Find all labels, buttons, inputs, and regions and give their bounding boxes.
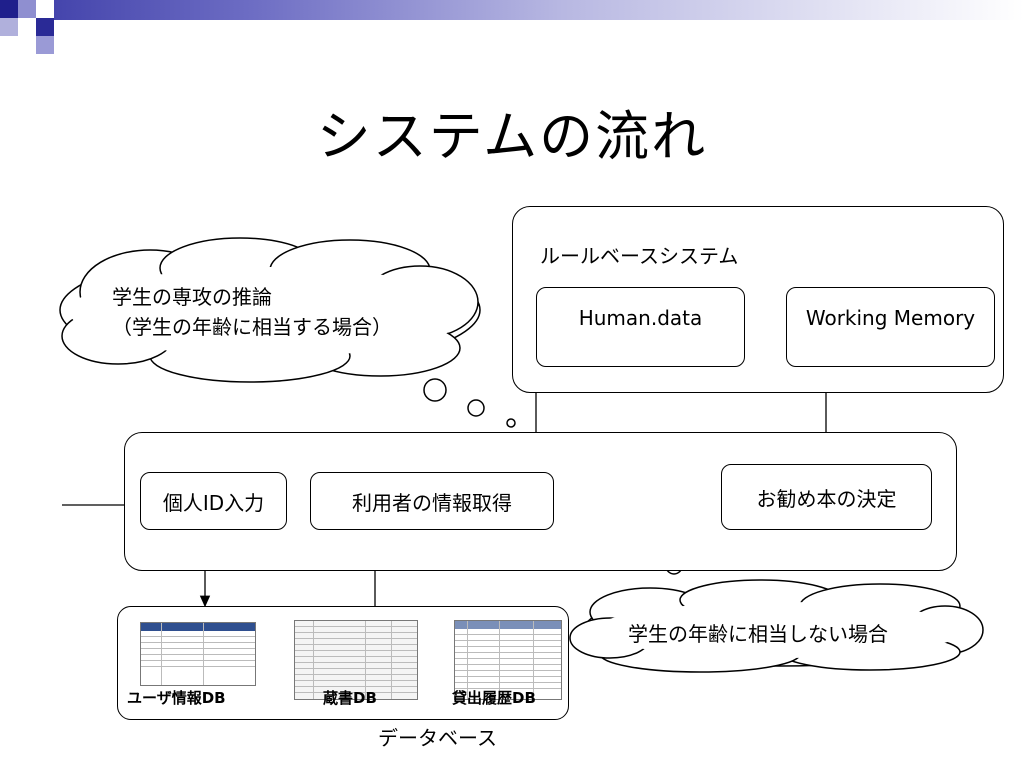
thought-cloud-top xyxy=(59,237,481,383)
slide-title: システムの流れ xyxy=(316,105,708,168)
human-data-box: Human.data xyxy=(536,287,745,367)
thought-bubble-large xyxy=(423,378,447,402)
header-gradient-bar xyxy=(0,0,1024,20)
database-label: データベース xyxy=(378,726,497,750)
thought-bottom-text: 学生の年齢に相当しない場合 xyxy=(628,622,888,646)
loan-db-thumbnail xyxy=(454,620,562,700)
thought-top-line1: 学生の専攻の推論 xyxy=(112,285,272,309)
db-caption-user: ユーザ情報DB xyxy=(127,689,226,707)
thought-bubble-medium xyxy=(467,399,485,417)
rule-system-label: ルールベースシステム xyxy=(540,244,739,268)
id-input-box: 個人ID入力 xyxy=(140,472,287,530)
recommend-box: お勧め本の決定 xyxy=(721,464,932,530)
user-db-thumbnail xyxy=(140,622,256,686)
user-info-box: 利用者の情報取得 xyxy=(310,472,554,530)
thought-cloud-bottom xyxy=(569,579,984,673)
thought-bubble-small xyxy=(506,418,516,428)
db-caption-loans: 貸出履歴DB xyxy=(452,689,536,707)
thought-top-line2: （学生の年齢に相当する場合） xyxy=(112,315,392,339)
db-caption-books: 蔵書DB xyxy=(323,689,377,707)
book-db-thumbnail xyxy=(294,620,418,700)
working-memory-box: Working Memory xyxy=(786,287,995,367)
